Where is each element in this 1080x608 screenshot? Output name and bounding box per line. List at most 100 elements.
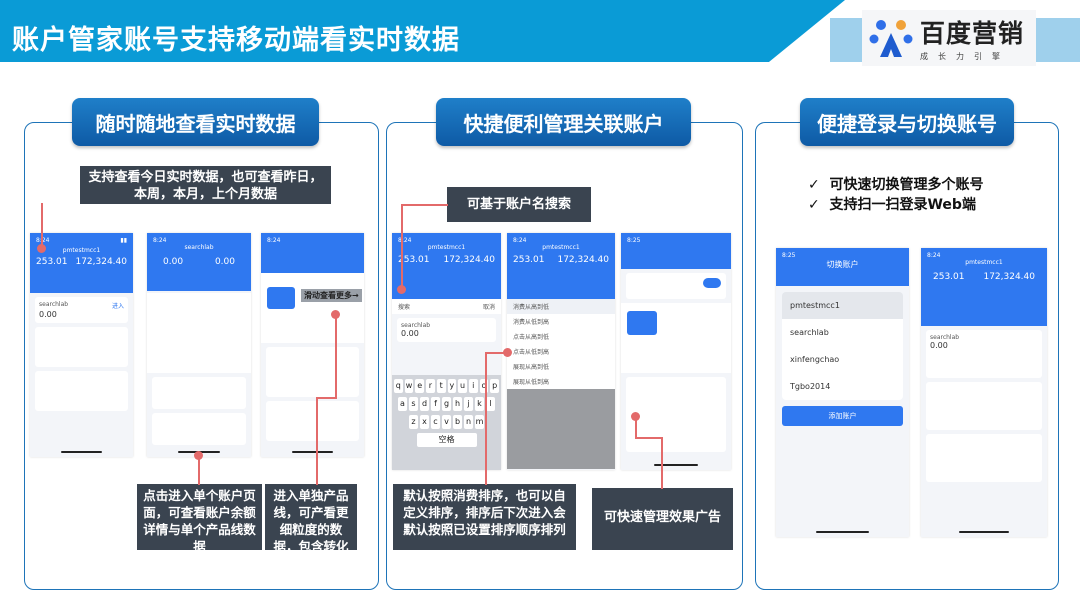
key-n[interactable]: n — [464, 415, 473, 429]
status-time: 8:24 — [153, 237, 167, 244]
switch-account-item[interactable]: xinfengchao — [782, 346, 903, 373]
page-title: 账户管家账号支持移动端看实时数据 — [12, 25, 460, 56]
switch-account-item[interactable]: Tgbo2014 — [782, 373, 903, 400]
key-o[interactable]: o — [479, 379, 489, 393]
tools-card — [266, 401, 359, 441]
status-time: 8:25 — [627, 237, 641, 244]
key-x[interactable]: x — [420, 415, 429, 429]
key-w[interactable]: w — [404, 379, 414, 393]
cancel-button[interactable]: 取消 — [482, 304, 495, 311]
callout-account-detail: 点击进入单个账户页面，可查看账户余额详情与单个产品线数据 — [137, 484, 262, 554]
balance: 253.01 — [398, 255, 430, 265]
panel-title-realtime: 随时随地查看实时数据 — [72, 98, 319, 146]
space-key[interactable]: 空格 — [416, 433, 477, 447]
card-value: 0.00 — [930, 341, 948, 350]
balance: 253.01 — [36, 257, 68, 267]
key-y[interactable]: y — [447, 379, 457, 393]
key-v[interactable]: v — [442, 415, 451, 429]
key-b[interactable]: b — [453, 415, 462, 429]
sort-option[interactable]: 消费从高到低 — [507, 299, 615, 314]
pointer-line — [316, 397, 318, 485]
pointer-dot — [631, 412, 640, 421]
switch-title: 切换账户 — [826, 260, 859, 269]
toggle-switch[interactable] — [703, 278, 721, 288]
status-time: 8:24 — [927, 252, 941, 259]
sort-option[interactable]: 点击从高到低 — [513, 334, 550, 341]
card-value: 0.00 — [401, 329, 419, 338]
pointer-dot — [397, 285, 406, 294]
pointer-dot — [37, 244, 46, 253]
card-account: searchlab — [39, 301, 69, 308]
account-card[interactable] — [35, 371, 128, 411]
key-s[interactable]: s — [409, 397, 418, 411]
checklist-item: ✓ 可快速切换管理多个账号 — [808, 177, 984, 193]
key-j[interactable]: j — [464, 397, 473, 411]
switch-account-item[interactable]: pmtestmcc1 — [782, 292, 903, 319]
ad-balance: 0.00 — [214, 257, 235, 267]
settings-card — [626, 377, 726, 452]
sort-option[interactable]: 点击从低到高 — [513, 349, 550, 356]
account-name: searchlab — [184, 244, 214, 251]
callout-product-line: 进入单独产品线，可产看更细粒度的数据，包含转化 — [265, 484, 357, 554]
sort-option[interactable]: 展现从低到高 — [513, 379, 550, 386]
search-input[interactable]: 搜索 — [398, 304, 411, 311]
sort-option[interactable]: 消费从低到高 — [513, 319, 550, 326]
key-e[interactable]: e — [415, 379, 425, 393]
account-card[interactable] — [35, 327, 128, 367]
pointer-line — [198, 455, 200, 485]
pointer-line — [485, 352, 487, 485]
product-card[interactable] — [152, 377, 246, 409]
key-g[interactable]: g — [442, 397, 451, 411]
key-q[interactable]: q — [393, 379, 403, 393]
key-z[interactable]: z — [409, 415, 418, 429]
key-m[interactable]: m — [475, 415, 484, 429]
enter-link[interactable]: 进入 — [111, 303, 124, 310]
balance: 253.01 — [933, 272, 965, 282]
key-d[interactable]: d — [420, 397, 429, 411]
key-r[interactable]: r — [426, 379, 435, 393]
key-h[interactable]: h — [453, 397, 462, 411]
ad-balance: 172,324.40 — [443, 255, 495, 265]
pointer-dot — [331, 310, 340, 319]
key-a[interactable]: a — [398, 397, 407, 411]
checklist-item: ✓ 支持扫一扫登录Web端 — [808, 197, 976, 213]
product-card[interactable] — [152, 413, 246, 445]
panel-title-login: 便捷登录与切换账号 — [800, 98, 1014, 146]
key-f[interactable]: f — [431, 397, 440, 411]
key-p[interactable]: p — [490, 379, 500, 393]
account-name: pmtestmcc1 — [965, 259, 1003, 266]
logo-slogan: 成长力引擎 — [920, 52, 1010, 61]
key-u[interactable]: u — [458, 379, 467, 393]
pointer-line — [401, 204, 403, 286]
account-card[interactable] — [926, 434, 1042, 482]
add-account-button[interactable]: 添加账户 — [782, 406, 903, 426]
pointer-line — [335, 314, 337, 398]
card-account: searchlab — [930, 334, 960, 341]
key-i[interactable]: i — [468, 379, 478, 393]
ad-balance: 172,324.40 — [75, 257, 127, 267]
balance: 253.01 — [513, 255, 545, 265]
pointer-line — [661, 437, 663, 489]
pointer-line — [635, 416, 637, 438]
account-card[interactable] — [926, 382, 1042, 430]
key-c[interactable]: c — [431, 415, 440, 429]
account-name: pmtestmcc1 — [542, 244, 580, 251]
key-l[interactable]: l — [486, 397, 495, 411]
logo-text: 百度营销 — [920, 19, 1025, 48]
logo-icon — [869, 20, 913, 57]
switch-account-item[interactable]: searchlab — [782, 319, 903, 346]
sort-menu: 消费从高到低消费从低到高点击从高到低点击从低到高展现从高到低展现从低到高 — [507, 299, 615, 389]
pointer-line — [635, 437, 662, 439]
key-t[interactable]: t — [436, 379, 446, 393]
key-k[interactable]: k — [475, 397, 484, 411]
sort-option[interactable]: 展现从高到低 — [513, 364, 550, 371]
